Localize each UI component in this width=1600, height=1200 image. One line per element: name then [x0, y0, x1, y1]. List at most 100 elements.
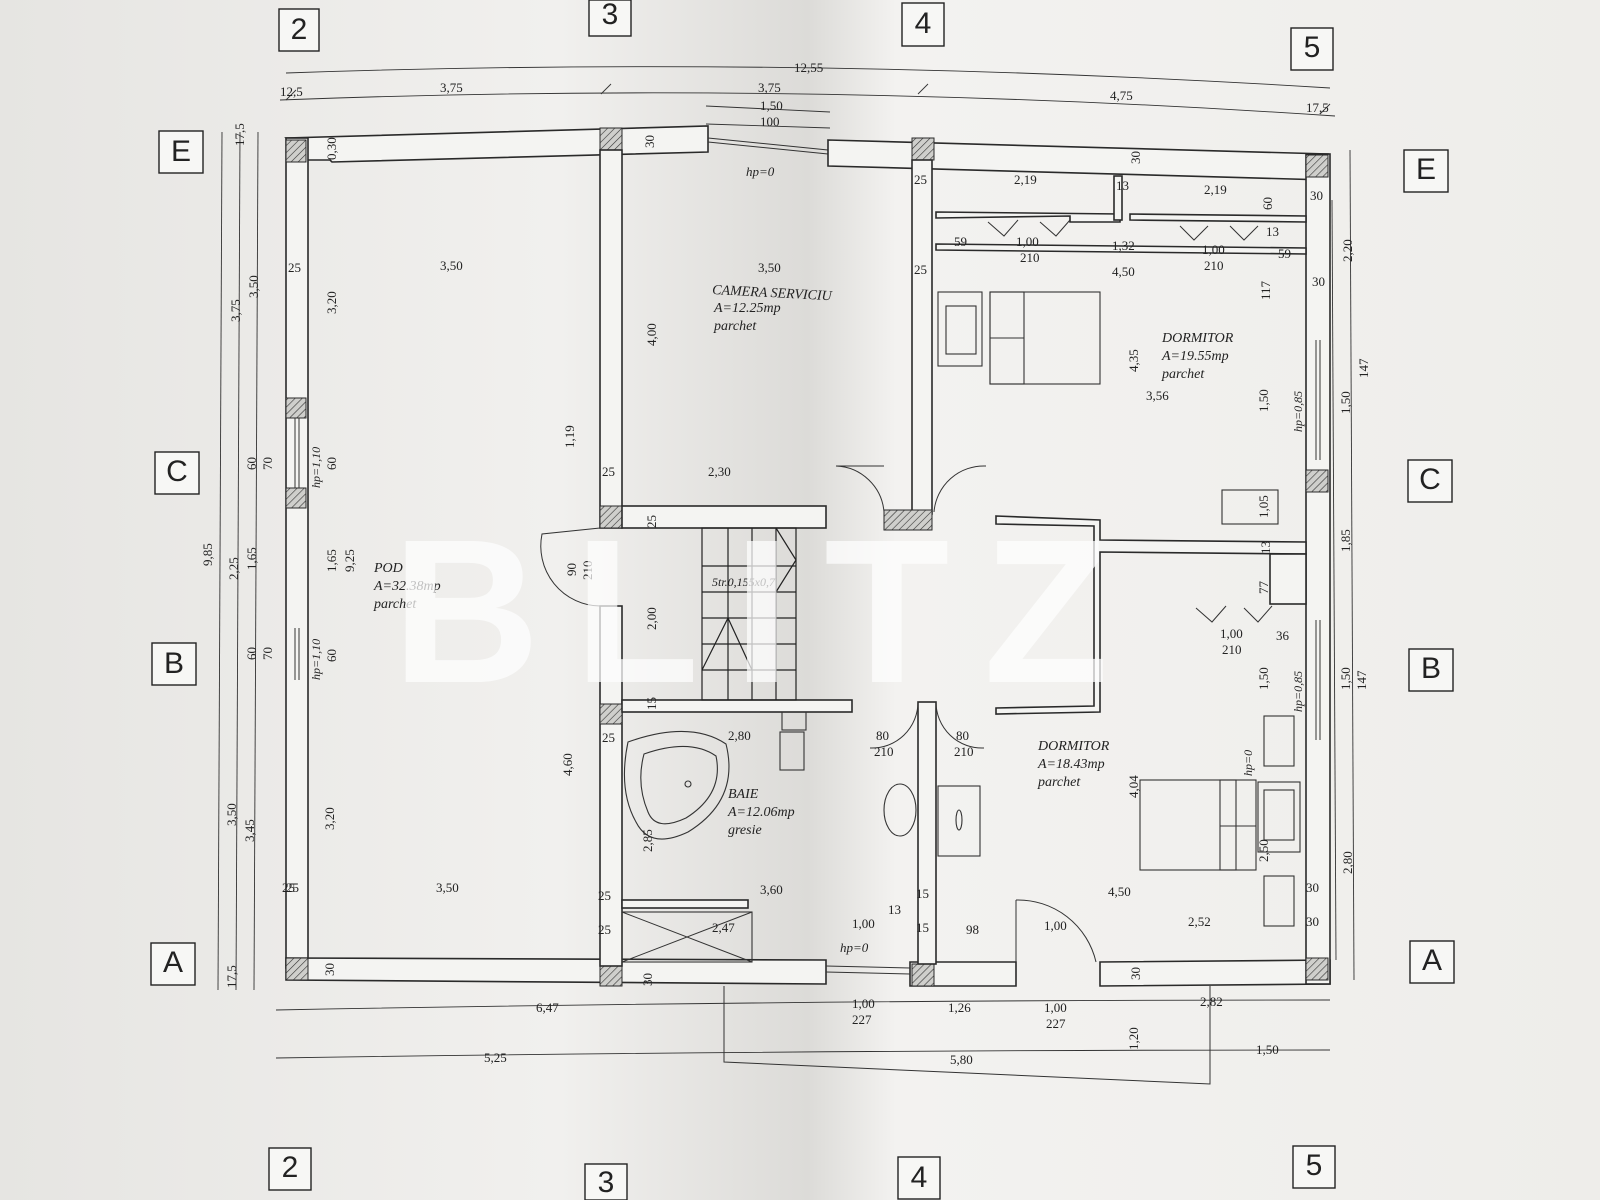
dim-30c: 30	[1310, 188, 1323, 203]
dim-left-320b: 3,20	[322, 807, 337, 830]
dim-90: 90	[564, 563, 579, 576]
dim-25c: 25	[288, 260, 301, 275]
dim-left-350a: 3,50	[246, 275, 261, 298]
dim-hp085a: hp=0,85	[1291, 391, 1305, 432]
dim-80b: 80	[956, 728, 969, 743]
dim-350c: 3,50	[436, 880, 459, 895]
dim-647: 6,47	[536, 1000, 559, 1015]
dim-top-total: 12,55	[794, 60, 823, 75]
dim-left-60b: 60	[244, 647, 259, 660]
dim-150b: 1,50	[1338, 391, 1353, 414]
dim-147b: 147	[1354, 670, 1369, 690]
dim-25d: 25	[602, 464, 615, 479]
grid-row-E-right: E	[1416, 153, 1436, 186]
room-name-dormitor-1: DORMITOR	[1161, 331, 1234, 346]
dim-100a: 1,00	[1016, 234, 1039, 249]
dim-126: 1,26	[948, 1000, 971, 1015]
room-floor-dormitor-1: parchet	[1161, 367, 1205, 382]
dim-400: 4,00	[644, 323, 659, 346]
dim-left-345: 3,45	[242, 819, 257, 842]
grid-row-C-left: C	[166, 455, 188, 488]
dim-25a: 25	[914, 172, 927, 187]
dim-210d: 210	[1222, 642, 1242, 657]
dim-460: 4,60	[560, 753, 575, 776]
dim-left-375: 3,75	[228, 299, 243, 322]
dim-hp0c: hp=0	[840, 940, 869, 955]
grid-col-5-bottom: 5	[1306, 1149, 1323, 1182]
dim-13d: 13	[888, 902, 901, 917]
room-name-dormitor-2: DORMITOR	[1037, 739, 1110, 754]
dim-210f: 210	[954, 744, 974, 759]
dim-282: 2,82	[1200, 994, 1223, 1009]
dim-525: 5,25	[484, 1050, 507, 1065]
dim-left-165b: 1,65	[324, 549, 339, 572]
dim-200: 2,00	[644, 607, 659, 630]
dim-30a: 30	[642, 135, 657, 148]
grid-col-4-top: 4	[915, 7, 932, 40]
dim-100d: 1,00	[852, 916, 875, 931]
dim-150e: 1,50	[1256, 1042, 1279, 1057]
dim-227b: 227	[1046, 1016, 1066, 1031]
corner-bathtub	[623, 730, 730, 840]
dim-210c: 210	[580, 561, 595, 581]
dim-25h: 25	[598, 888, 611, 903]
dim-left-165a: 1,65	[244, 547, 259, 570]
toilet-icon	[883, 783, 917, 837]
dim-219a: 2,19	[1014, 172, 1037, 187]
dim-top-left-margin: 12,5	[280, 84, 303, 99]
dim-100f: 1,00	[852, 996, 875, 1011]
dim-30b: 30	[1128, 151, 1143, 164]
dim-285: 2,85	[640, 829, 655, 852]
dim-219b: 2,19	[1204, 182, 1227, 197]
dim-450a: 4,50	[1112, 264, 1135, 279]
dim-top-seg3: 4,75	[1110, 88, 1133, 103]
dim-left-60d: 60	[324, 649, 339, 662]
dim-100b: 1,00	[1202, 242, 1225, 257]
dim-left-70a: 70	[260, 457, 275, 470]
grid-row-B-right: B	[1421, 652, 1441, 685]
grid-row-E-left: E	[171, 135, 191, 168]
dim-132: 1,32	[1112, 238, 1135, 253]
dim-hp-top: hp=0	[746, 164, 775, 179]
dim-top-seg2: 3,75	[758, 80, 781, 95]
dim-left-175b: 17,5	[224, 965, 239, 988]
dim-117: 117	[1258, 280, 1273, 300]
dimension-labels: 12,55 12,5 17,5 3,75 3,75 1,50 100 4,75 …	[200, 60, 1371, 1067]
dim-98: 98	[966, 922, 979, 937]
room-name-camera-serviciu: CAMERA SERVICIU	[712, 283, 833, 304]
dim-60a: 60	[1260, 197, 1275, 210]
room-area-camera-serviciu: A=12.25mp	[713, 301, 781, 316]
grid-col-3-bottom: 3	[598, 1166, 615, 1199]
dim-280a: 2,80	[728, 728, 751, 743]
grid-row-A-right: A	[1422, 944, 1442, 977]
dim-185: 1,85	[1338, 529, 1353, 552]
room-name-baie: BAIE	[728, 787, 759, 802]
dim-top-seg1: 3,75	[440, 80, 463, 95]
dim-left-350b: 3,50	[224, 803, 239, 826]
dim-15c: 15	[916, 920, 929, 935]
grid-col-2-top: 2	[291, 13, 308, 46]
staircase[interactable]	[701, 527, 797, 701]
dim-25i: 25	[598, 922, 611, 937]
dim-230: 2,30	[708, 464, 731, 479]
dim-30f: 30	[1306, 914, 1319, 929]
dim-220: 2,20	[1340, 239, 1355, 262]
dim-top-window-h: 100	[760, 114, 780, 129]
dim-350a: 3,50	[440, 258, 463, 273]
bed-2	[1139, 779, 1237, 871]
room-area-dormitor-1: A=19.55mp	[1161, 349, 1229, 364]
dim-hp085b: hp=0,85	[1291, 671, 1305, 712]
dim-105: 1,05	[1256, 495, 1271, 518]
dim-250: 2,50	[1256, 839, 1271, 862]
dim-13c: 13	[1258, 541, 1273, 554]
dim-59a: 59	[954, 234, 967, 249]
dim-77: 77	[1256, 581, 1271, 595]
dim-580: 5,80	[950, 1052, 973, 1067]
dim-13b: 13	[1266, 224, 1279, 239]
room-floor-camera-serviciu: parchet	[713, 319, 757, 334]
dim-hp110a: hp=1,10	[309, 447, 323, 488]
dim-hp0b: hp=0	[1241, 750, 1255, 776]
dim-227a: 227	[852, 1012, 872, 1027]
dim-30i: 30	[1128, 967, 1143, 980]
